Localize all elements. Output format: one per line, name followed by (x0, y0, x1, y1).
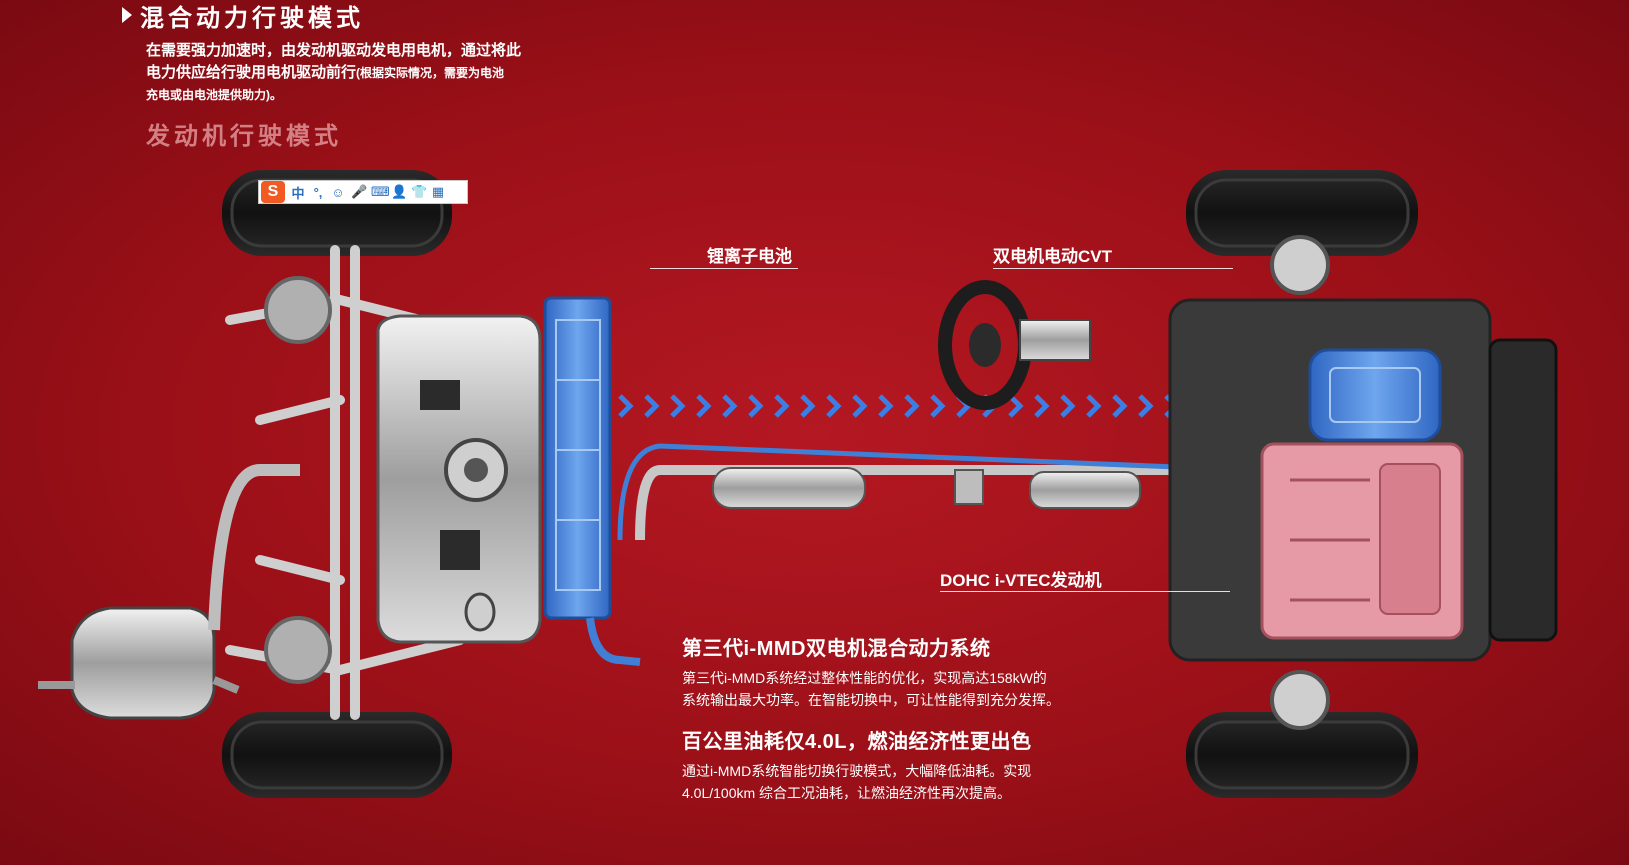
battery-callout-label: 锂离子电池 (707, 247, 792, 266)
hybrid-desc-line-2-note: (根据实际情况，需要为电池 (356, 66, 505, 80)
ime-skin-icon[interactable]: 👕 (411, 184, 428, 199)
feature-desc-fuel: 通过i-MMD系统智能切换行驶模式，大幅降低油耗。实现 4.0L/100km 综… (682, 760, 1152, 804)
feature-desc-immd: 第三代i-MMD系统经过整体性能的优化，实现高达158kW的 系统输出最大功率。… (682, 667, 1152, 711)
rear-exhaust-pipe (208, 464, 300, 631)
hybrid-mode-description: 在需要强力加速时，由发动机驱动发电用电机，通过将此 电力供应给行驶用电机驱动前行… (146, 40, 616, 106)
ime-keyboard-icon[interactable]: ⌨ (371, 184, 390, 199)
hybrid-desc-line-2: 电力供应给行驶用电机驱动前行 (146, 64, 357, 81)
sogou-logo-icon[interactable]: S (261, 181, 285, 203)
ime-toolbar[interactable]: S 中 °, ☺ 🎤 ⌨ 👤 👕 ▦ (258, 180, 468, 204)
ime-punctuation-icon[interactable]: °, (313, 184, 323, 200)
ime-chinese-mode-icon[interactable]: 中 (291, 185, 305, 201)
battery-callout-line (650, 268, 798, 269)
feature-title-fuel: 百公里油耗仅4.0L，燃油经济性更出色 (682, 731, 1032, 753)
cvt-callout-label: 双电机电动CVT (993, 247, 1112, 266)
feature-desc-fuel-line-1: 通过i-MMD系统智能切换行驶模式，大幅降低油耗。实现 (682, 763, 1032, 779)
feature-block: 第三代i-MMD双电机混合动力系统 第三代i-MMD系统经过整体性能的优化，实现… (682, 632, 1152, 804)
hybrid-mode-title: 混合动力行驶模式 (122, 0, 642, 32)
lithium-battery (543, 296, 641, 666)
hybrid-mode-title-text: 混合动力行驶模式 (140, 4, 364, 32)
feature-desc-fuel-line-2: 4.0L/100km 综合工况油耗，让燃油经济性再次提高。 (682, 785, 1012, 801)
ime-voice-icon[interactable]: 🎤 (351, 184, 368, 199)
engine-mode-title: 发动机行驶模式 (146, 123, 342, 150)
engine-callout-line (940, 591, 1230, 592)
hybrid-desc-line-1: 在需要强力加速时，由发动机驱动发电用电机，通过将此 (146, 42, 522, 59)
ime-emoji-icon[interactable]: ☺ (331, 184, 345, 200)
drive-mode-block: 混合动力行驶模式 在需要强力加速时，由发动机驱动发电用电机，通过将此 电力供应给… (122, 0, 642, 151)
steering-wheel (938, 280, 1091, 410)
ime-toolbox-icon[interactable]: ▦ (431, 184, 445, 199)
feature-desc-immd-line-1: 第三代i-MMD系统经过整体性能的优化，实现高达158kW的 (682, 670, 1047, 686)
play-triangle-icon (122, 7, 132, 23)
feature-desc-immd-line-2: 系统输出最大功率。在智能切换中，可让性能得到充分发挥。 (682, 692, 1060, 708)
rear-left-hub (264, 276, 332, 344)
dohc-engine (1260, 442, 1464, 640)
rear-muffler (38, 606, 240, 720)
fuel-tank (376, 314, 542, 644)
dual-motor-cvt (1308, 348, 1442, 442)
hybrid-desc-line-3: 充电或由电池提供助力)。 (146, 88, 282, 102)
rear-right-tire (222, 712, 452, 798)
center-exhaust (617, 443, 1251, 541)
feature-title-immd: 第三代i-MMD双电机混合动力系统 (682, 638, 991, 660)
engine-callout-label: DOHC i-VTEC发动机 (940, 571, 1102, 590)
ime-user-icon[interactable]: 👤 (391, 184, 408, 199)
rear-right-hub (264, 616, 332, 684)
cvt-callout-line (993, 268, 1233, 269)
